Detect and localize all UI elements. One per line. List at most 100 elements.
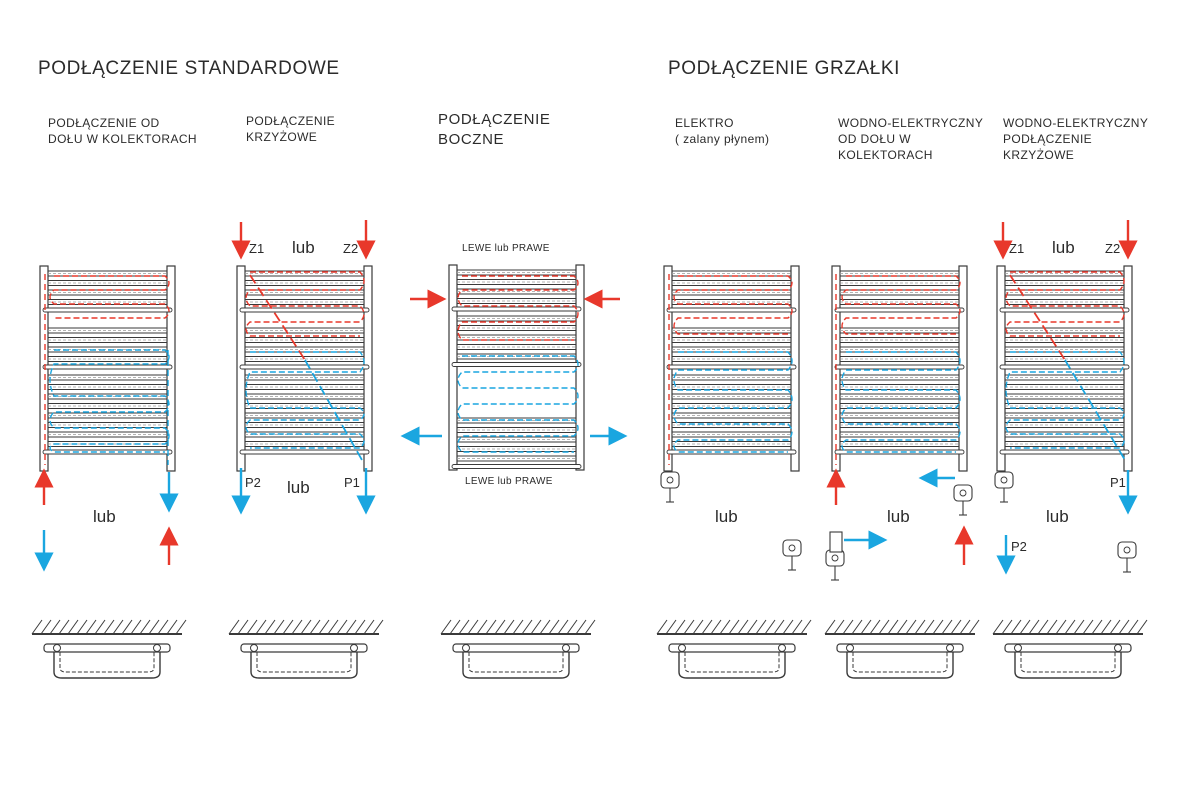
wall-hatch — [67, 619, 79, 635]
wall-hatch — [932, 619, 944, 635]
flow-blue-6 — [1005, 351, 1125, 449]
mount-bar — [999, 307, 1130, 313]
wall-hatch — [905, 619, 917, 635]
wall-hatch — [566, 619, 578, 635]
wall-hatch — [1064, 619, 1076, 635]
wall-hatch — [824, 619, 836, 635]
top-fitting-right — [350, 644, 358, 652]
wall-top-view-5 — [824, 619, 980, 679]
top-loop — [846, 652, 954, 679]
wall-hatch — [476, 619, 488, 635]
z2-label-2: Z2 — [1105, 241, 1121, 256]
top-collector — [1004, 643, 1132, 653]
top-fitting-left — [678, 644, 686, 652]
flow-red-5 — [841, 275, 961, 335]
heater-dial — [1000, 476, 1008, 484]
wall-hatch — [264, 619, 276, 635]
wall-hatch — [1118, 619, 1130, 635]
mount-bar — [999, 364, 1130, 370]
wall-top-view-1 — [31, 619, 187, 679]
p2-label-2: P2 — [1011, 539, 1027, 554]
wall-hatch — [923, 619, 935, 635]
top-fitting-left — [462, 644, 470, 652]
wall-hatch — [575, 619, 587, 635]
wall-hatch — [336, 619, 348, 635]
p2-label: P2 — [245, 475, 261, 490]
flow-blue-2 — [245, 351, 365, 449]
wall-hatch — [914, 619, 926, 635]
heater-dial — [666, 476, 674, 484]
wall-hatch — [584, 619, 596, 635]
caption-water-electric-cross: WODNO-ELEKTRYCZNY PODŁĄCZENIE KRZYŻOWE — [1003, 116, 1149, 162]
wall-hatch — [175, 619, 187, 635]
top-fitting-right — [153, 644, 161, 652]
top-loop-inner — [468, 652, 564, 673]
wall-hatch — [851, 619, 863, 635]
wall-hatch — [76, 619, 88, 635]
wall-hatch — [755, 619, 767, 635]
wall-hatch — [1037, 619, 1049, 635]
wall-hatch — [530, 619, 542, 635]
wall-hatch — [791, 619, 803, 635]
mount-bar — [666, 307, 797, 313]
lub-label-1: lub — [93, 507, 116, 526]
top-loop — [1014, 652, 1122, 679]
wall-hatch — [309, 619, 321, 635]
wall-hatch — [968, 619, 980, 635]
top-loop-inner — [684, 652, 780, 673]
wall-hatch — [148, 619, 160, 635]
wall-hatch — [1073, 619, 1085, 635]
mount-bar — [834, 449, 965, 455]
wall-hatch — [85, 619, 97, 635]
mount-bar — [834, 364, 965, 370]
top-collector — [668, 643, 796, 653]
wall-hatch — [992, 619, 1004, 635]
heater-we-cross — [994, 471, 1014, 503]
top-collector — [43, 643, 171, 653]
top-loop — [462, 652, 570, 679]
wall-hatch — [458, 619, 470, 635]
wall-hatch — [300, 619, 312, 635]
mount-bar — [451, 306, 582, 312]
wall-hatch — [512, 619, 524, 635]
radiator-bottom-collectors — [39, 265, 176, 472]
top-loop — [678, 652, 786, 679]
wall-hatch — [737, 619, 749, 635]
top-collector — [240, 643, 368, 653]
wall-hatch — [503, 619, 515, 635]
wall-hatch — [130, 619, 142, 635]
mount-bar — [451, 362, 582, 367]
wall-top-view-4 — [656, 619, 812, 679]
wall-hatch — [246, 619, 258, 635]
wall-hatch — [878, 619, 890, 635]
radiator-electro — [663, 265, 800, 472]
wall-hatch — [869, 619, 881, 635]
wall-hatch — [49, 619, 61, 635]
z1-label-2: Z1 — [1009, 241, 1025, 256]
mount-bar — [42, 449, 173, 455]
lub-label-6: lub — [1052, 238, 1075, 257]
wall-hatch — [1082, 619, 1094, 635]
side-top-label: LEWE lub PRAWE — [462, 243, 550, 254]
wall-hatch — [1028, 619, 1040, 635]
wall-hatch — [363, 619, 375, 635]
wall-top-view-2 — [228, 619, 384, 679]
heater-dial — [959, 489, 967, 497]
heater-body — [953, 484, 973, 502]
wall-hatch — [887, 619, 899, 635]
top-fitting-right — [778, 644, 786, 652]
caption-cross: PODŁĄCZENIE KRZYŻOWE — [246, 114, 336, 144]
wall-hatch — [692, 619, 704, 635]
wall-hatch — [800, 619, 812, 635]
flow-red-diag-6 — [1009, 274, 1066, 361]
wall-hatch — [1136, 619, 1148, 635]
flow-red-4 — [673, 275, 793, 335]
flow-blue-3 — [457, 355, 579, 453]
mount-bar — [42, 307, 173, 313]
caption-water-electric-bottom: WODNO-ELEKTRYCZNY OD DOŁU W KOLEKTORACH — [838, 116, 984, 162]
wall-hatch — [764, 619, 776, 635]
wall-hatch — [237, 619, 249, 635]
mount-bar — [999, 449, 1130, 455]
flow-blue-4 — [673, 351, 793, 453]
top-loop — [53, 652, 161, 679]
